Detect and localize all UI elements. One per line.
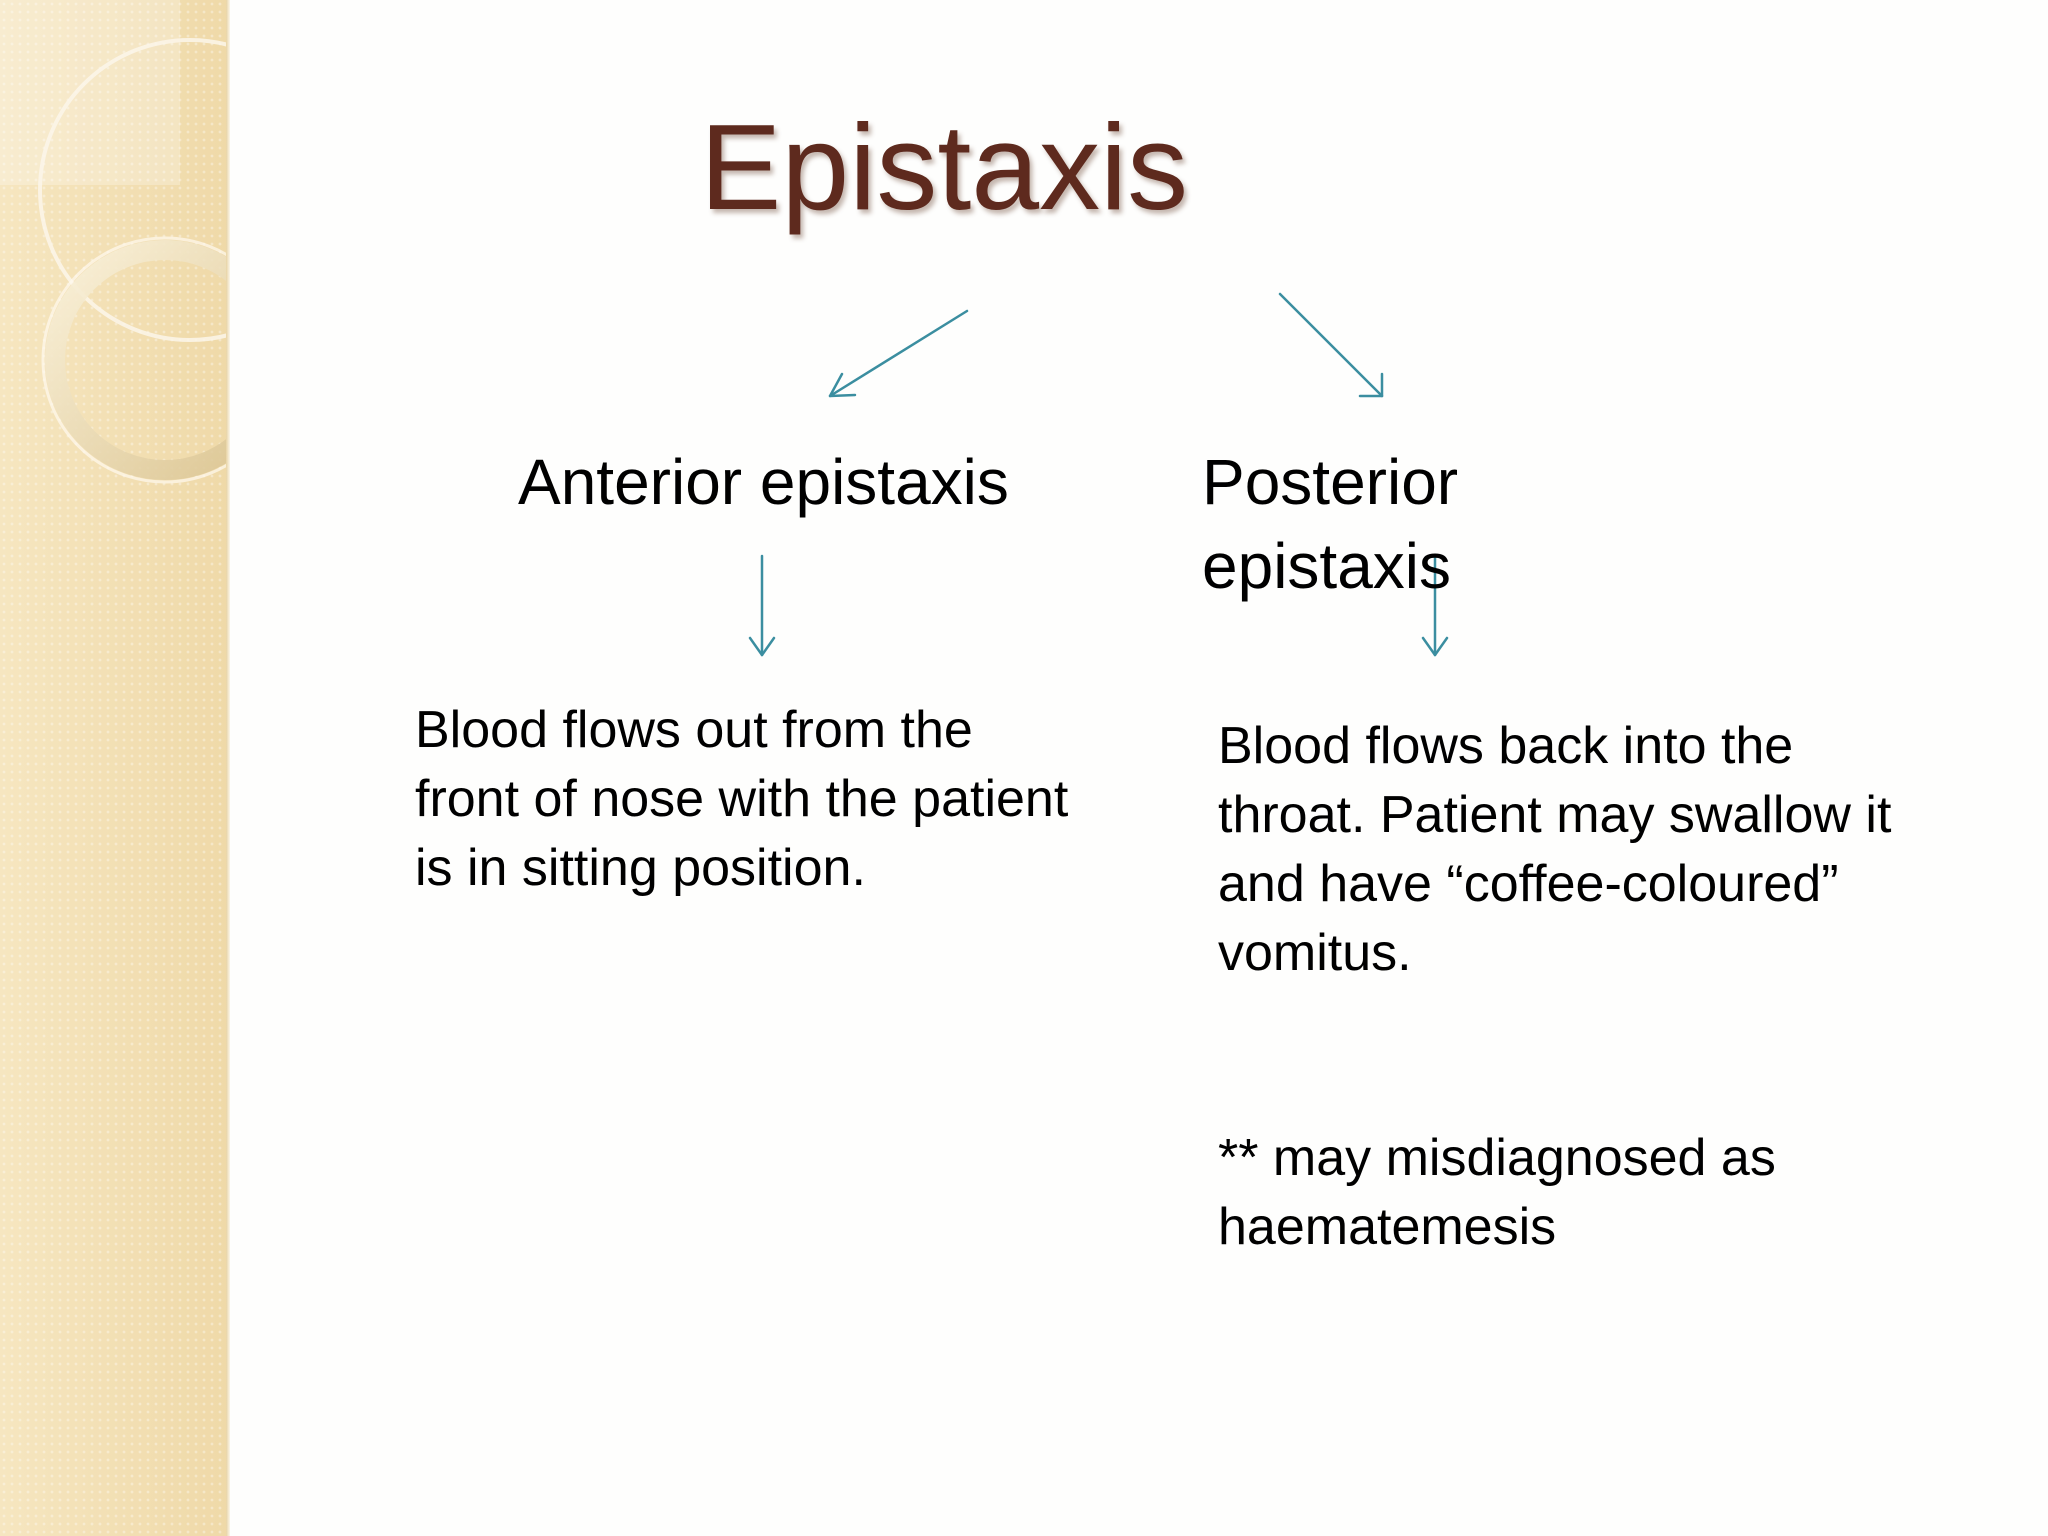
side-panel-edge — [226, 0, 230, 1536]
ring-decoration-icon — [0, 0, 228, 484]
side-panel-decoration — [0, 0, 228, 1536]
arrow-icon — [828, 309, 969, 398]
arrow-icon — [748, 554, 776, 657]
arrow-icon — [1278, 292, 1384, 398]
anterior-description: Blood flows out from the front of nose w… — [415, 701, 1069, 897]
posterior-epistaxis-heading: Posterior epistaxis — [1202, 446, 1459, 602]
slide-title: Epistaxis — [700, 99, 1189, 235]
posterior-description: Blood flows back into the throat. Patien… — [1218, 717, 1892, 982]
anterior-epistaxis-heading: Anterior epistaxis — [518, 446, 1009, 518]
posterior-note: ** may misdiagnosed as haematemesis — [1218, 1129, 1776, 1256]
